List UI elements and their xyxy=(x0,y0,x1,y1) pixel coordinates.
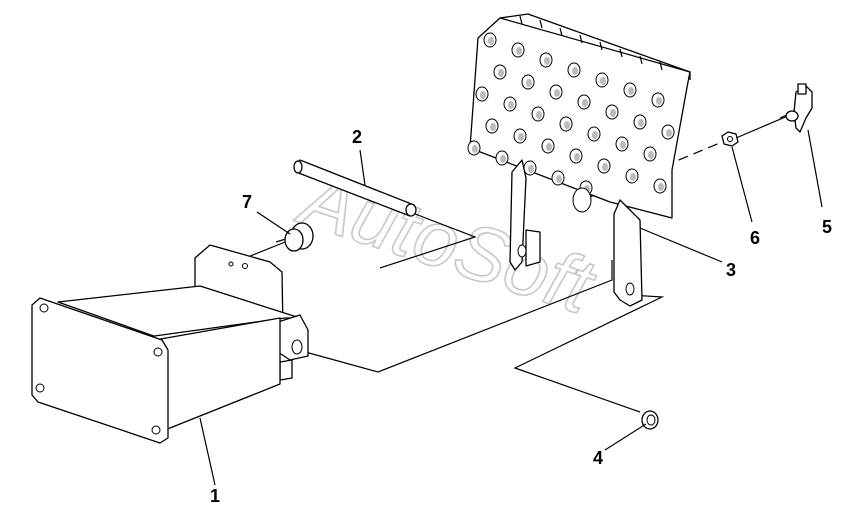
pedal-perforation-shade xyxy=(544,57,550,65)
pedal-perforation-shade xyxy=(582,99,588,107)
pedal-perforation-shade xyxy=(628,87,634,95)
pedal-perforation-shade xyxy=(480,91,486,99)
callout-6: 6 xyxy=(750,228,760,248)
pedal-perforation-shade xyxy=(508,101,514,109)
part-7-bushing xyxy=(275,222,314,252)
pedal-perforation-shade xyxy=(600,77,606,85)
pedal-perforation-shade xyxy=(518,133,524,141)
pedal-perforation-shade xyxy=(526,79,532,87)
callout-2: 2 xyxy=(352,127,362,147)
pedal-perforation-shade xyxy=(610,109,616,117)
callout-1: 1 xyxy=(210,486,220,506)
pedal-perforation-shade xyxy=(546,143,552,151)
assembly-lines xyxy=(227,114,791,413)
pedal-perforation-shade xyxy=(592,131,598,139)
pedal-perforation-shade xyxy=(572,67,578,75)
pedal-perforations xyxy=(467,32,675,196)
part-4-retaining-ring xyxy=(641,410,659,430)
part-1-bracket xyxy=(31,244,309,444)
part-6-nut xyxy=(721,131,739,147)
pedal-perforation-shade xyxy=(536,111,542,119)
pedal-perforation-shade xyxy=(638,119,644,127)
part-5-bolt xyxy=(779,83,813,133)
part-3-pedal xyxy=(467,13,691,307)
part-2-pin xyxy=(293,159,417,217)
callout-4: 4 xyxy=(593,448,603,468)
pedal-perforation-shade xyxy=(528,165,534,173)
pedal-perforation-shade xyxy=(630,173,636,181)
pedal-perforation-shade xyxy=(472,145,478,153)
pedal-perforation-shade xyxy=(488,37,494,45)
callout-7: 7 xyxy=(242,192,252,212)
pedal-perforation-shade xyxy=(554,89,560,97)
pedal-perforation-shade xyxy=(574,153,580,161)
pedal-perforation-shade xyxy=(666,129,672,137)
pedal-perforation-shade xyxy=(620,141,626,149)
callouts: 1 2 3 4 5 6 7 xyxy=(210,127,832,506)
pedal-center-hole xyxy=(572,187,592,213)
pedal-perforation-shade xyxy=(564,121,570,129)
pedal-perforation-shade xyxy=(490,123,496,131)
pedal-perforation-shade xyxy=(556,175,562,183)
pedal-perforation-shade xyxy=(656,97,662,105)
pedal-perforation-shade xyxy=(658,183,664,191)
pedal-perforation-shade xyxy=(648,151,654,159)
pedal-perforation-shade xyxy=(516,47,522,55)
pedal-perforation-shade xyxy=(602,163,608,171)
pedal-perforation-shade xyxy=(500,155,506,163)
callout-5: 5 xyxy=(822,217,832,237)
callout-3: 3 xyxy=(726,260,736,280)
leader-lines xyxy=(199,129,823,486)
pedal-perforation-shade xyxy=(498,69,504,77)
